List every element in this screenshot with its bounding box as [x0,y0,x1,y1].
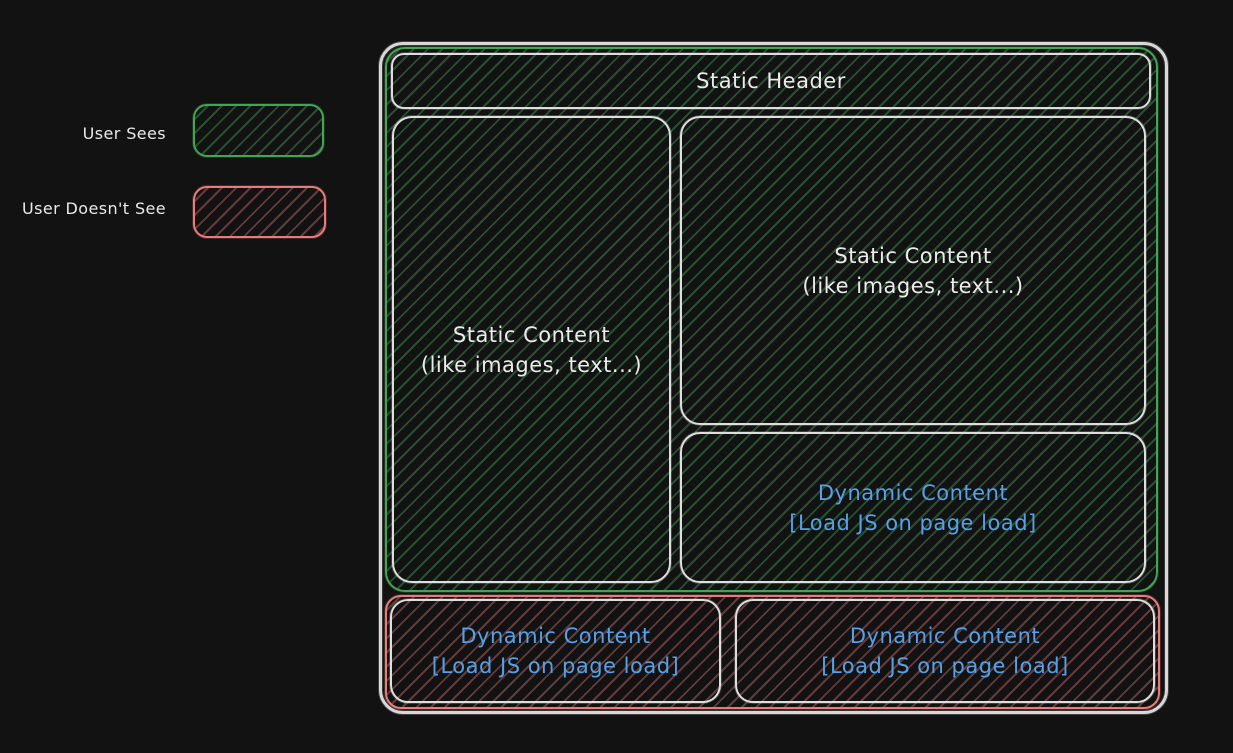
user-doesnt-see-region: Dynamic Content [Load JS on page load] D… [385,595,1160,709]
static-content-right-box: Static Content (like images, text...) [680,116,1146,425]
legend-user-doesnt-see-swatch [193,186,326,238]
dynamic-content-right-label-line2: [Load JS on page load] [789,510,1037,535]
dynamic-content-bottom-right-box: Dynamic Content [Load JS on page load] [735,599,1155,703]
static-header-box: Static Header [391,53,1151,109]
static-content-right-label-line1: Static Content [834,243,992,268]
legend-user-sees-label: User Sees [82,124,166,143]
dynamic-content-right-box: Dynamic Content [Load JS on page load] [680,432,1146,583]
page-layout-frame: Static Header Static Content (like image… [379,42,1168,714]
dynamic-content-bottom-left-label-line2: [Load JS on page load] [431,654,680,678]
static-content-left-box: Static Content (like images, text...) [392,116,671,583]
static-content-right-label-line2: (like images, text...) [802,273,1024,298]
dynamic-content-bottom-right-label-line2: [Load JS on page load] [821,654,1069,678]
static-content-left-label-line2: (like images, text...) [420,352,643,377]
dynamic-content-right-label-line1: Dynamic Content [817,480,1009,505]
user-sees-region: Static Header Static Content (like image… [385,47,1158,592]
legend-user-doesnt-see-label: User Doesn't See [22,199,166,218]
static-header-label: Static Header [696,69,846,93]
legend-user-sees-swatch [193,104,324,157]
dynamic-content-bottom-left-box: Dynamic Content [Load JS on page load] [390,599,721,703]
static-content-left-label-line1: Static Content [452,322,611,347]
dynamic-content-bottom-right-label-line1: Dynamic Content [849,624,1041,648]
dynamic-content-bottom-left-label-line1: Dynamic Content [460,624,651,648]
